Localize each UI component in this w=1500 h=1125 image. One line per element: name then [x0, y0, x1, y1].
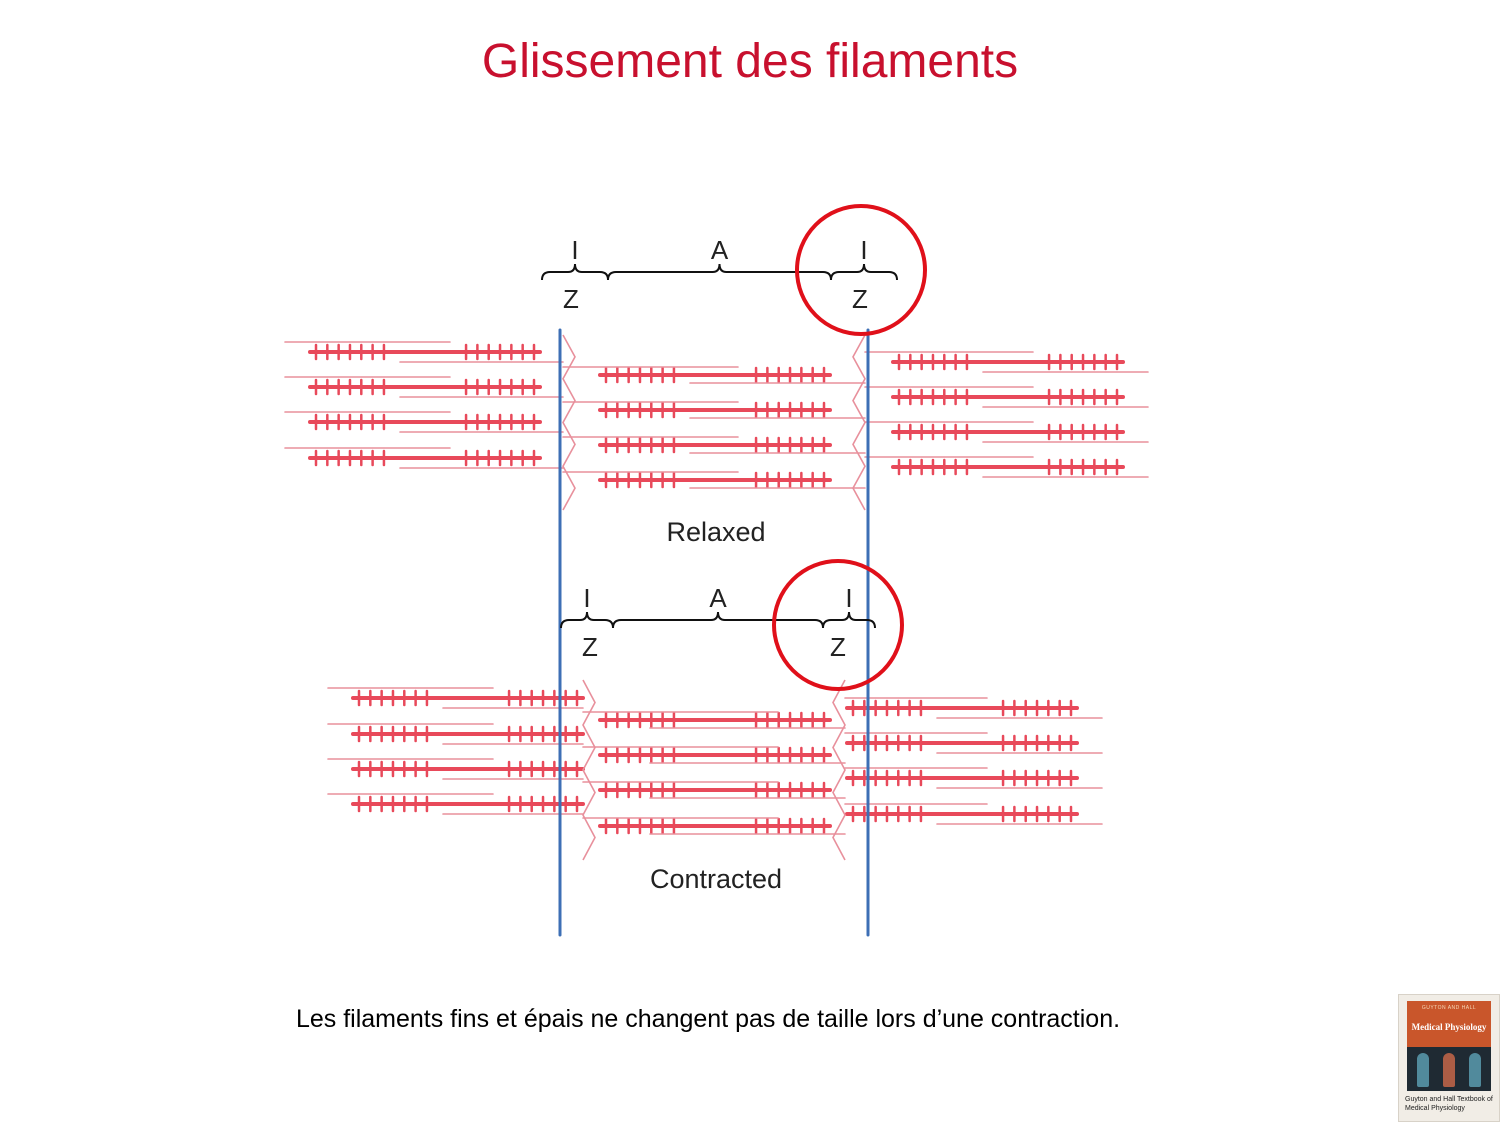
brace-a-band: [612, 611, 824, 629]
book-title: Medical Physiology: [1411, 1022, 1487, 1032]
label-a-band: A: [709, 583, 727, 613]
brace-a-band: [607, 263, 832, 281]
brace-i-band-left: [541, 263, 609, 281]
slide-caption: Les filaments fins et épais ne changent …: [295, 1005, 1121, 1033]
label-a-band: A: [711, 235, 729, 265]
z-disc: [562, 334, 576, 511]
brace-i-band-left: [560, 611, 614, 629]
brace-i-band-right: [822, 611, 876, 629]
z-disc: [832, 679, 846, 861]
z-disc: [852, 334, 866, 511]
label-i-band-left: I: [571, 235, 578, 265]
highlight-circle-contracted: [772, 559, 904, 691]
book-series: GUYTON AND HALL: [1421, 1005, 1477, 1011]
label-contracted: Contracted: [650, 864, 782, 894]
label-i-band-left: I: [583, 583, 590, 613]
label-z-line-right: Z: [830, 632, 846, 662]
label-z-line-left: Z: [563, 284, 579, 314]
slide-title: Glissement des filaments: [481, 35, 1019, 88]
label-relaxed: Relaxed: [666, 517, 765, 547]
brace-i-band-right: [830, 263, 898, 281]
highlight-circle-relaxed: [795, 204, 927, 336]
label-z-line-right: Z: [852, 284, 868, 314]
book-subtitle: Guyton and Hall Textbook of Medical Phys…: [1405, 1096, 1493, 1112]
label-i-band-right: I: [860, 235, 867, 265]
textbook-cover-image: GUYTON AND HALL Medical Physiology Guyto…: [1398, 994, 1500, 1122]
label-z-line-left: Z: [582, 632, 598, 662]
label-i-band-right: I: [845, 583, 852, 613]
z-disc: [582, 679, 596, 861]
